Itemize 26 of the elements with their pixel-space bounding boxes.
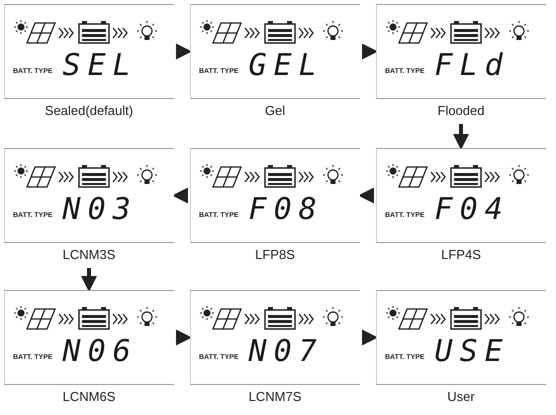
display-code: FLd [434, 51, 510, 81]
panel-caption: LCNM6S [62, 389, 116, 404]
panel-caption: LFP4S [441, 247, 481, 262]
display-code: F04 [434, 195, 510, 225]
panel-caption: User [447, 389, 475, 404]
display-code: F08 [248, 195, 324, 225]
panel-caption: Sealed(default) [44, 103, 134, 118]
display-code: N06 [62, 337, 138, 367]
arrow [453, 124, 469, 150]
panel-caption: LCNM3S [62, 247, 116, 262]
arrow [81, 268, 97, 292]
arrow [176, 330, 192, 346]
panel-caption: LFP8S [255, 247, 295, 262]
panel-caption: Gel [264, 103, 286, 118]
arrow [176, 44, 192, 60]
arrow [358, 188, 374, 204]
display-code: N03 [62, 195, 138, 225]
panel-caption: Flooded [438, 103, 484, 118]
panel-caption: LCNM7S [248, 389, 302, 404]
arrow [362, 330, 378, 346]
arrow [172, 188, 188, 204]
display-code: USE [434, 337, 510, 367]
display-code: SEL [62, 51, 138, 81]
display-code: GEL [248, 51, 324, 81]
display-code: N07 [248, 337, 324, 367]
arrow [362, 44, 378, 60]
